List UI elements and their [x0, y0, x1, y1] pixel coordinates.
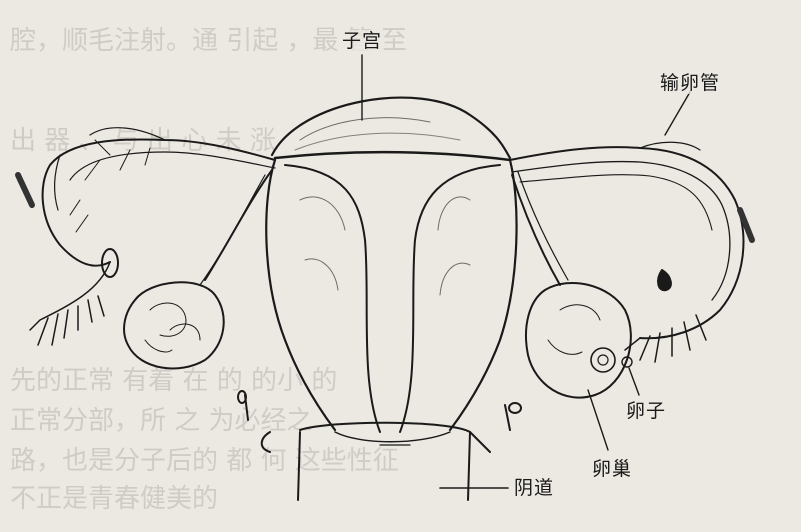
leader-egg [629, 368, 639, 395]
left-fimbriae [30, 262, 110, 345]
left-fallopian-tube [43, 139, 275, 265]
right-fallopian-tube [510, 147, 743, 338]
label-ovary: 卵巢 [590, 458, 634, 480]
egg [591, 348, 615, 372]
right-fimbriae [625, 315, 706, 362]
label-uterus: 子宫 [340, 30, 384, 52]
label-egg: 卵子 [624, 400, 668, 422]
left-ovary [124, 282, 224, 368]
label-vagina: 阴道 [512, 477, 556, 499]
leader-ovary [588, 390, 608, 450]
label-fallopian-tube: 输卵管 [658, 72, 722, 94]
uterus-fundus [272, 98, 510, 158]
right-ovary [526, 283, 631, 398]
leader-fallopian-tube [665, 92, 690, 135]
